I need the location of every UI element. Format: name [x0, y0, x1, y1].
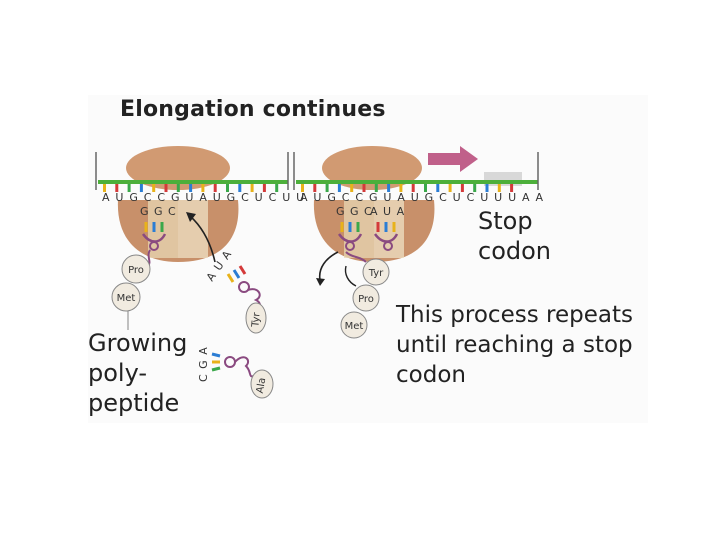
left-trna-anticodon: G G C [140, 205, 177, 218]
right-amino-pro [352, 284, 380, 312]
left-amino-ala-label: Ala [255, 377, 269, 394]
right-trnas [337, 222, 399, 263]
ribosome-movement-arrow [428, 146, 478, 172]
nucleotide-tick [399, 184, 403, 192]
left-amino-ala [250, 369, 274, 399]
nucleotide-tick [350, 184, 354, 192]
left-panel: A U G C C G U A U G C U C U U G G C Pro … [95, 146, 305, 399]
right-exit-arrowhead [316, 278, 325, 286]
left-incoming2-anticodon: C G A [197, 346, 210, 382]
left-amino-pro-label: Pro [128, 265, 144, 276]
left-mrna-strand [95, 152, 289, 192]
nucleotide-tick [238, 184, 242, 192]
right-trna-anticodon-2: A U A [370, 205, 405, 218]
nucleotide-tick [497, 184, 501, 192]
nucleotide-tick [510, 184, 514, 192]
right-exit-arrow [318, 251, 339, 281]
nucleotide-tick [448, 184, 452, 192]
nucleotide-tick [152, 184, 156, 192]
left-amino-tyr-label: Tyr [250, 311, 262, 328]
stop-codon-label: Stop codon [478, 207, 552, 265]
nucleotide-tick [485, 184, 489, 192]
diagram-title: Elongation continues [120, 97, 386, 122]
right-trna-anticodon-1: G G C [336, 205, 373, 218]
nucleotide-tick [103, 184, 106, 192]
nucleotide-tick [226, 184, 229, 192]
left-amino-met-label: Met [117, 293, 136, 304]
right-panel: A U G C C G U A U G C U C U U U A A G G … [293, 146, 544, 339]
nucleotide-tick [301, 184, 304, 192]
right-amino-pro-label: Pro [358, 294, 374, 305]
nucleotide-tick [424, 184, 427, 192]
growing-polypeptide-label: Growing poly- peptide [88, 329, 188, 417]
right-mrna-strand [293, 152, 539, 192]
nucleotide-tick [213, 184, 217, 192]
nucleotide-tick [337, 184, 341, 192]
left-amino-tyr [245, 302, 267, 334]
nucleotide-tick [460, 184, 464, 192]
left-ribosome-small-subunit [126, 146, 230, 190]
right-ribosome-small-subunit [322, 146, 422, 190]
left-a-site [178, 200, 208, 258]
nucleotide-tick [115, 184, 119, 192]
nucleotide-tick [411, 184, 415, 192]
right-polypeptide: Tyr Pro Met [340, 258, 390, 339]
repeat-note: This process repeats until reaching a st… [396, 302, 633, 388]
nucleotide-tick [387, 184, 391, 192]
nucleotide-tick [176, 184, 180, 192]
right-amino-met [340, 311, 368, 339]
nucleotide-tick [313, 184, 317, 192]
right-amino-tyr [362, 258, 390, 286]
right-mrna-sequence: A U G C C G U A U G C U C U U U A A [300, 191, 544, 204]
left-amino-pro [121, 254, 151, 284]
left-incoming-trna-ala: C G A Ala [197, 346, 274, 399]
nucleotide-tick [139, 184, 143, 192]
right-amino-tyr-label: Tyr [368, 268, 384, 279]
nucleotide-tick [189, 184, 193, 192]
nucleotide-tick [374, 184, 378, 192]
left-delivery-arrowhead [186, 212, 196, 222]
nucleotide-tick [436, 184, 440, 192]
nucleotide-tick [325, 184, 329, 192]
nucleotide-tick [201, 184, 205, 192]
left-mrna-sequence: A U G C C G U A U G C U C U U [102, 191, 305, 204]
left-polypeptide: Pro Met [111, 254, 151, 330]
left-amino-met [111, 282, 141, 312]
nucleotide-tick [473, 184, 477, 192]
nucleotide-tick [262, 184, 266, 192]
nucleotide-tick [164, 184, 168, 192]
right-chain-arrow [344, 265, 357, 287]
nucleotide-tick [362, 184, 366, 192]
left-incoming-trna-tyr: A U A Tyr [204, 248, 267, 334]
nucleotide-tick [250, 184, 254, 192]
nucleotide-tick [127, 184, 131, 192]
right-amino-met-label: Met [345, 321, 364, 332]
nucleotide-tick [275, 184, 279, 192]
